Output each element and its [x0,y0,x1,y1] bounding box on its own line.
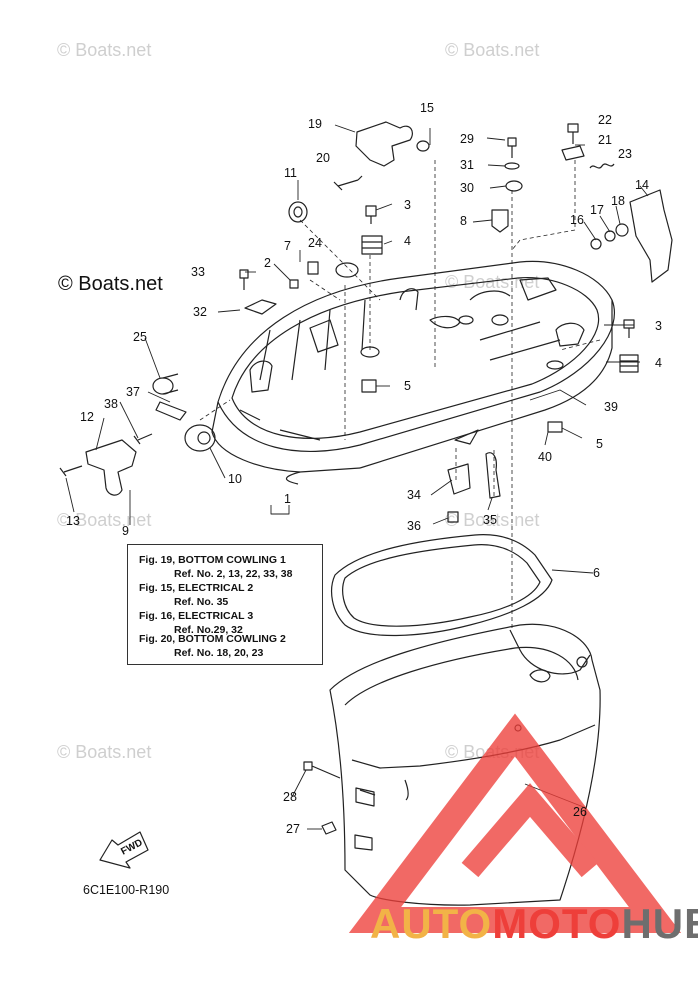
callout-25: 25 [133,330,147,344]
callout-18: 18 [611,194,625,208]
watermark-bottom-left: © Boats.net [57,742,152,762]
callout-34: 34 [407,488,421,502]
callout-33: 33 [191,265,205,279]
callout-37: 37 [126,385,140,399]
reference-box: Fig. 19, BOTTOM COWLING 1 Ref. No. 2, 13… [127,544,323,665]
brand-logo-icon [348,713,682,933]
callout-27: 27 [286,822,300,836]
callout-17: 17 [590,203,604,217]
watermark-top-left: © Boats.net [57,40,152,60]
ref-line: Fig. 19, BOTTOM COWLING 1 [139,554,286,566]
callout-19: 19 [308,117,322,131]
watermark-mid-right-2: © Boats.net [445,510,540,530]
callout-23: 23 [618,147,632,161]
callout-31: 31 [460,158,474,172]
callout-38: 38 [104,397,118,411]
callout-36: 36 [407,519,421,533]
callout-4: 4 [655,356,662,370]
callout-3: 3 [404,198,411,212]
callout-40: 40 [538,450,552,464]
callout-4: 4 [404,234,411,248]
fwd-arrow [99,831,149,869]
callout-39: 39 [604,400,618,414]
callout-29: 29 [460,132,474,146]
callout-11: 11 [284,166,297,180]
diagram-code: 6C1E100-R190 [83,883,170,897]
callout-22: 22 [598,113,612,127]
callout-9: 9 [122,524,129,538]
leader-lines [65,124,649,830]
ref-line: Ref. No. 35 [174,596,229,608]
callout-16: 16 [570,213,584,227]
brand-wordmark: AUTOMOTOHUB [370,900,698,948]
watermark-mid-right: © Boats.net [445,272,540,292]
callout-6: 6 [593,566,600,580]
watermark-main: © Boats.net [58,273,163,295]
callout-30: 30 [460,181,474,195]
brand-part-hub: HUB [621,900,698,947]
callout-5: 5 [404,379,411,393]
bottom-cowling-tray [211,260,615,485]
callout-2: 2 [264,256,271,270]
ref-line: Ref. No. 2, 13, 22, 33, 38 [174,568,293,580]
ref-line: Ref. No.29, 32 [174,624,243,636]
callout-35: 35 [483,513,497,527]
callout-10: 10 [228,472,242,486]
watermark-top-right: © Boats.net [445,40,540,60]
callout-3: 3 [655,319,662,333]
small-parts [59,121,673,835]
callout-7: 7 [284,239,291,253]
ref-line: Fig. 20, BOTTOM COWLING 2 [139,633,286,645]
callout-13: 13 [66,514,80,528]
callout-21: 21 [598,133,612,147]
ref-line: Fig. 15, ELECTRICAL 2 [139,582,254,594]
seal-gasket [331,534,553,637]
callout-1: 1 [284,492,291,506]
ref-line: Fig. 16, ELECTRICAL 3 [139,610,254,622]
brand-part-moto: MOTO [492,900,622,947]
callout-15: 15 [420,101,434,115]
callout-24: 24 [308,236,322,250]
callout-14: 14 [635,178,649,192]
callout-20: 20 [316,151,330,165]
callout-8: 8 [460,214,467,228]
ref-line: Ref. No. 18, 20, 23 [174,647,264,659]
alignment-lines [199,160,601,630]
watermark-mid-left: © Boats.net [57,510,152,530]
callout-26: 26 [573,805,587,819]
callout-32: 32 [193,305,207,319]
callout-5: 5 [596,437,603,451]
callout-12: 12 [80,410,94,424]
callout-28: 28 [283,790,297,804]
brand-part-auto: AUTO [370,900,493,947]
